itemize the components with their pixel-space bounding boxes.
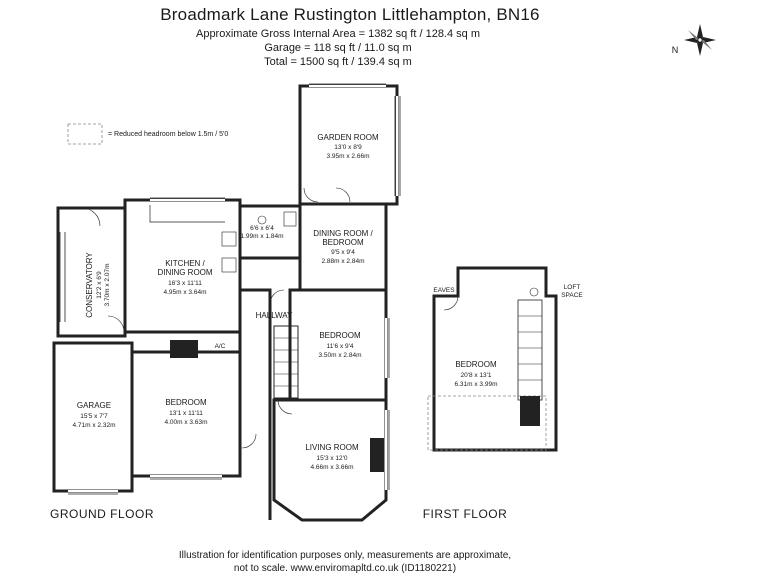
gross-internal-area: Approximate Gross Internal Area = 1382 s…: [195, 28, 480, 40]
svg-text:3.50m x 2.84m: 3.50m x 2.84m: [319, 352, 362, 359]
room-conservatory: CONSERVATORY 12'2 x 6'9 3.70m x 2.07m: [85, 252, 111, 318]
loft-space-label-line1: LOFT: [564, 284, 581, 291]
first-floor-label: FIRST FLOOR: [423, 507, 508, 521]
svg-text:11'6 x 9'4: 11'6 x 9'4: [327, 343, 354, 350]
eaves-label: EAVES: [433, 287, 455, 294]
svg-text:6.31m x 3.99m: 6.31m x 3.99m: [455, 381, 498, 388]
svg-text:6'6 x 6'4: 6'6 x 6'4: [250, 225, 274, 232]
room-shower: 6'6 x 6'4 1.99m x 1.84m: [241, 225, 284, 240]
svg-text:GARAGE: GARAGE: [77, 401, 111, 410]
ac-label: A/C: [215, 343, 226, 350]
room-kitchen-dining: KITCHEN / DINING ROOM 16'3 x 11'11 4.95m…: [157, 259, 212, 296]
room-dining-bedroom: DINING ROOM / BEDROOM 9'5 x 9'4 2.88m x …: [313, 229, 373, 265]
svg-text:GARDEN ROOM: GARDEN ROOM: [317, 133, 379, 142]
reduced-headroom-swatch: [67, 123, 103, 145]
svg-text:15'3 x 12'0: 15'3 x 12'0: [316, 455, 347, 462]
room-bedroom-front: BEDROOM 13'1 x 11'11 4.00m x 3.63m: [165, 398, 208, 426]
svg-text:16'3 x 11'11: 16'3 x 11'11: [168, 280, 202, 287]
svg-text:4.71m x 2.32m: 4.71m x 2.32m: [73, 422, 116, 429]
compass-icon: [684, 24, 716, 56]
room-garage: GARAGE 15'5 x 7'7 4.71m x 2.32m: [73, 401, 116, 429]
ground-floor-walls: [52, 83, 401, 522]
plan-title: Broadmark Lane Rustington Littlehampton,…: [160, 5, 540, 24]
svg-text:1.99m x 1.84m: 1.99m x 1.84m: [241, 233, 284, 240]
svg-text:4.00m x 3.63m: 4.00m x 3.63m: [165, 419, 208, 426]
disclaimer-line1: Illustration for identification purposes…: [178, 550, 512, 561]
total-area: Total = 1500 sq ft / 139.4 sq m: [264, 56, 412, 68]
svg-text:LIVING ROOM: LIVING ROOM: [305, 443, 359, 452]
svg-text:3.70m x 2.07m: 3.70m x 2.07m: [104, 264, 111, 307]
room-hallway: HALLWAY: [256, 311, 293, 320]
room-garden-room: GARDEN ROOM 13'0 x 8'9 3.95m x 2.66m: [317, 133, 379, 160]
room-living-room: LIVING ROOM 15'3 x 12'0 4.66m x 3.66m: [305, 443, 359, 471]
svg-text:2.88m x 2.84m: 2.88m x 2.84m: [322, 258, 365, 265]
svg-text:BEDROOM: BEDROOM: [455, 360, 497, 369]
svg-text:BEDROOM: BEDROOM: [322, 238, 364, 247]
svg-text:KITCHEN /: KITCHEN /: [165, 259, 205, 268]
svg-text:12'2 x 6'9: 12'2 x 6'9: [96, 271, 103, 299]
svg-text:BEDROOM: BEDROOM: [165, 398, 207, 407]
loft-space-label-line2: SPACE: [561, 292, 583, 299]
svg-text:3.95m x 2.66m: 3.95m x 2.66m: [327, 153, 370, 160]
svg-text:13'1 x 11'11: 13'1 x 11'11: [169, 410, 203, 417]
svg-text:4.95m x 3.64m: 4.95m x 3.64m: [164, 289, 207, 296]
reduced-headroom-legend: = Reduced headroom below 1.5m / 5'0: [108, 131, 228, 138]
room-first-floor-bedroom: BEDROOM 20'8 x 13'1 6.31m x 3.99m: [455, 360, 498, 388]
first-floor-walls: [427, 266, 558, 452]
disclaimer-line2: not to scale. www.enviromapltd.co.uk (ID…: [233, 563, 457, 574]
room-bedroom-middle: BEDROOM 11'6 x 9'4 3.50m x 2.84m: [319, 331, 362, 359]
svg-text:13'0 x 8'9: 13'0 x 8'9: [334, 144, 362, 151]
svg-text:9'5 x 9'4: 9'5 x 9'4: [331, 249, 355, 256]
svg-text:CONSERVATORY: CONSERVATORY: [85, 252, 94, 318]
svg-text:DINING ROOM /: DINING ROOM /: [313, 229, 373, 238]
svg-text:4.66m x 3.66m: 4.66m x 3.66m: [311, 464, 354, 471]
svg-text:BEDROOM: BEDROOM: [319, 331, 361, 340]
compass-north-label: N: [672, 45, 679, 55]
svg-text:DINING ROOM: DINING ROOM: [157, 268, 212, 277]
svg-text:20'8 x 13'1: 20'8 x 13'1: [460, 372, 491, 379]
garage-area: Garage = 118 sq ft / 11.0 sq m: [264, 42, 412, 54]
svg-text:15'5 x 7'7: 15'5 x 7'7: [80, 413, 108, 420]
ground-floor-label: GROUND FLOOR: [50, 507, 154, 521]
